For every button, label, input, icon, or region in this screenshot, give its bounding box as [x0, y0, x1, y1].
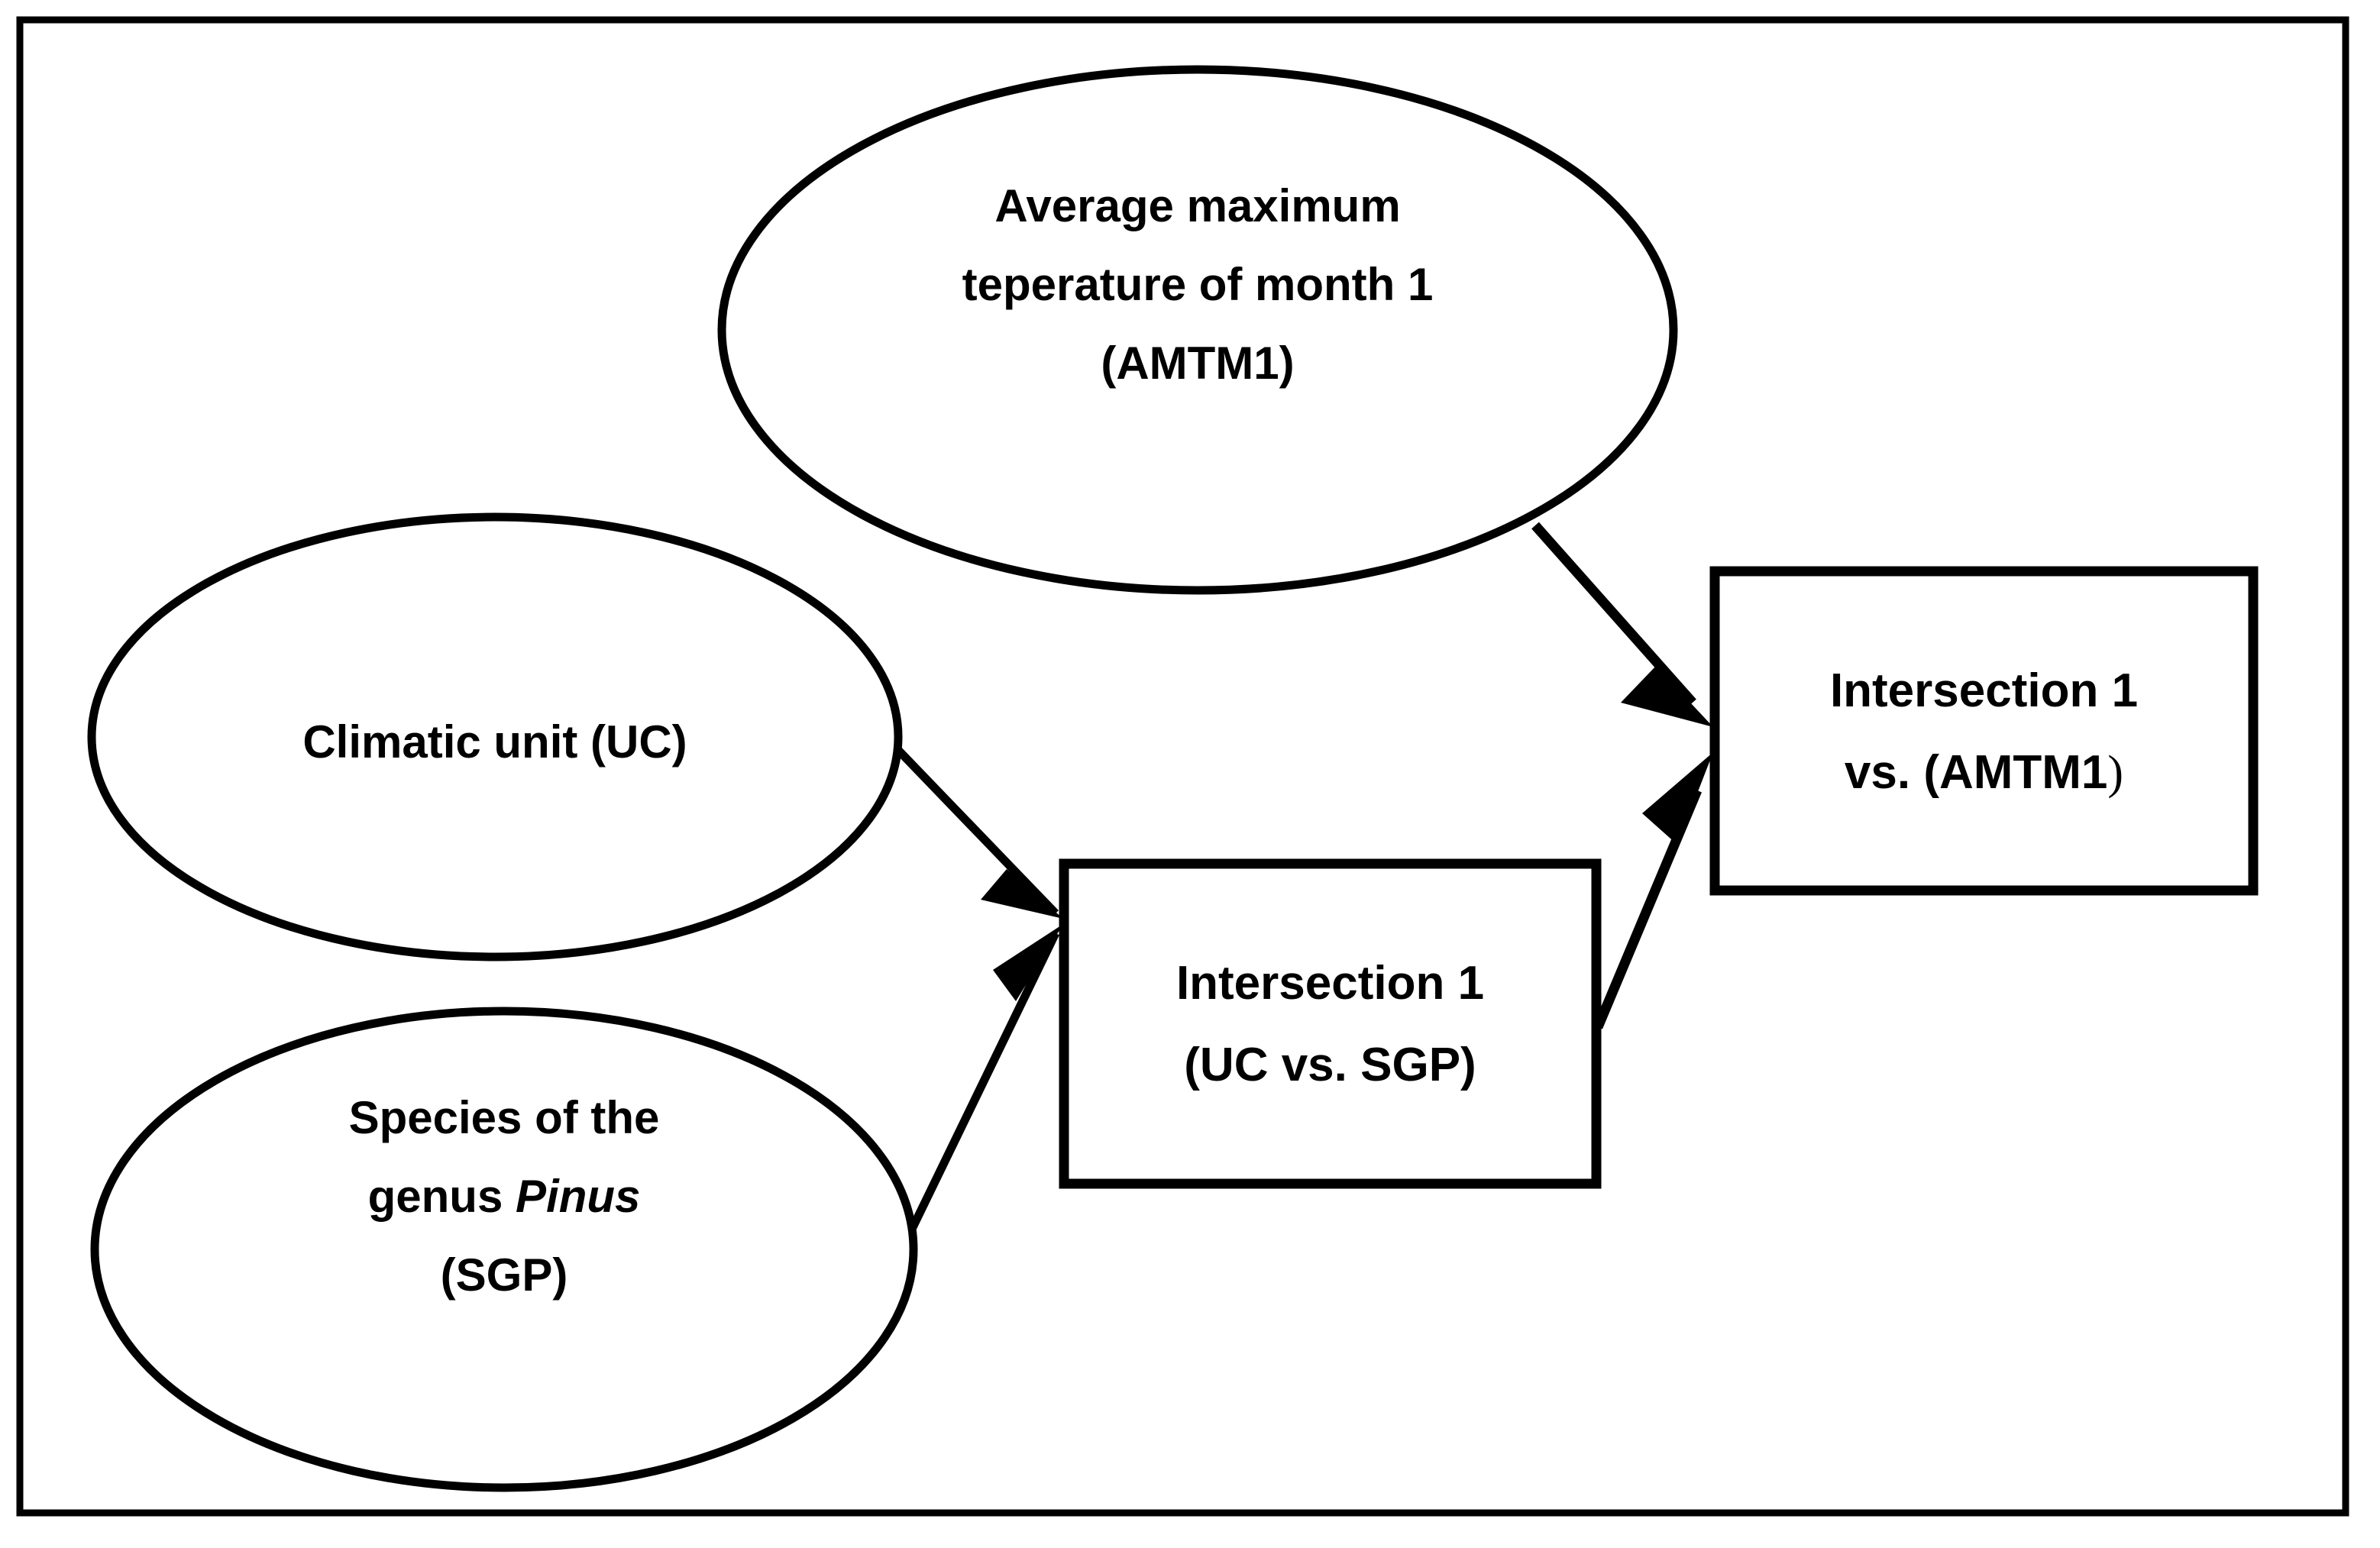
sgp-ellipse[interactable]	[90, 1007, 918, 1492]
outer-border-frame	[16, 16, 2349, 1517]
edge-sgp-to-intersection1	[900, 924, 1063, 1249]
edge-uc-to-intersection1	[892, 744, 1063, 919]
amtm1-ellipse[interactable]	[717, 65, 1678, 595]
uc-ellipse[interactable]	[87, 512, 903, 961]
intersection-uc-sgp-box[interactable]	[1059, 858, 1602, 1189]
edge-amtm1-to-intersection-amtm1	[1531, 522, 1713, 727]
intersection-amtm1-box[interactable]	[1709, 566, 2259, 896]
edge-intersection1-to-intersection-amtm1	[1593, 752, 1713, 1029]
